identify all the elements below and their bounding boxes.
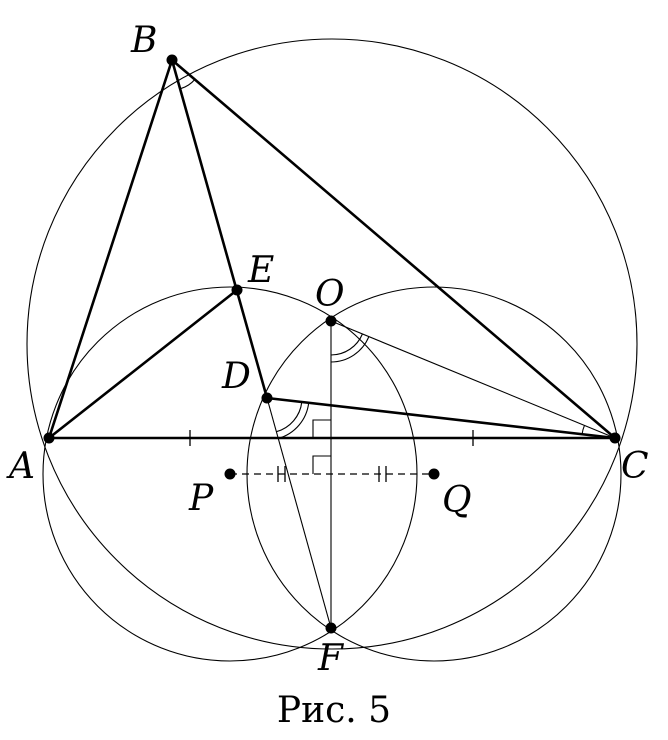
point-b bbox=[166, 54, 178, 66]
point-a bbox=[43, 432, 55, 444]
point-d bbox=[261, 392, 273, 404]
label-d: D bbox=[221, 356, 251, 397]
point-o bbox=[325, 315, 337, 327]
angle-arc-o-outer bbox=[330, 336, 370, 363]
segment-b-d bbox=[170, 58, 269, 400]
label-c: C bbox=[621, 446, 649, 487]
point-c bbox=[609, 432, 621, 444]
label-f: F bbox=[317, 638, 345, 679]
segment-d-c bbox=[265, 396, 617, 440]
segment-b-c bbox=[170, 58, 617, 440]
circumcircle-abc bbox=[26, 38, 638, 650]
angle-arc-c bbox=[581, 425, 586, 435]
angle-arc-o-inner bbox=[330, 333, 363, 356]
segment-a-e bbox=[47, 288, 239, 440]
line-o-c bbox=[330, 320, 616, 439]
segment-a-b bbox=[47, 58, 174, 440]
point-e bbox=[231, 284, 243, 296]
figure-caption: Рис. 5 bbox=[277, 690, 391, 731]
point-q bbox=[428, 468, 440, 480]
right-angle-mark-lower bbox=[312, 455, 331, 474]
label-o: O bbox=[315, 274, 345, 315]
point-f bbox=[325, 622, 337, 634]
angle-arc-d-outer bbox=[278, 402, 310, 439]
angle-arc-b bbox=[180, 79, 196, 90]
label-e: E bbox=[247, 250, 274, 291]
label-p: P bbox=[188, 478, 214, 519]
angle-arc-d-inner bbox=[276, 401, 303, 433]
right-angle-mark-upper bbox=[312, 419, 331, 438]
label-q: Q bbox=[442, 480, 472, 521]
label-a: A bbox=[6, 446, 35, 487]
point-p bbox=[224, 468, 236, 480]
label-b: B bbox=[130, 20, 157, 61]
line-d-f bbox=[266, 397, 332, 629]
